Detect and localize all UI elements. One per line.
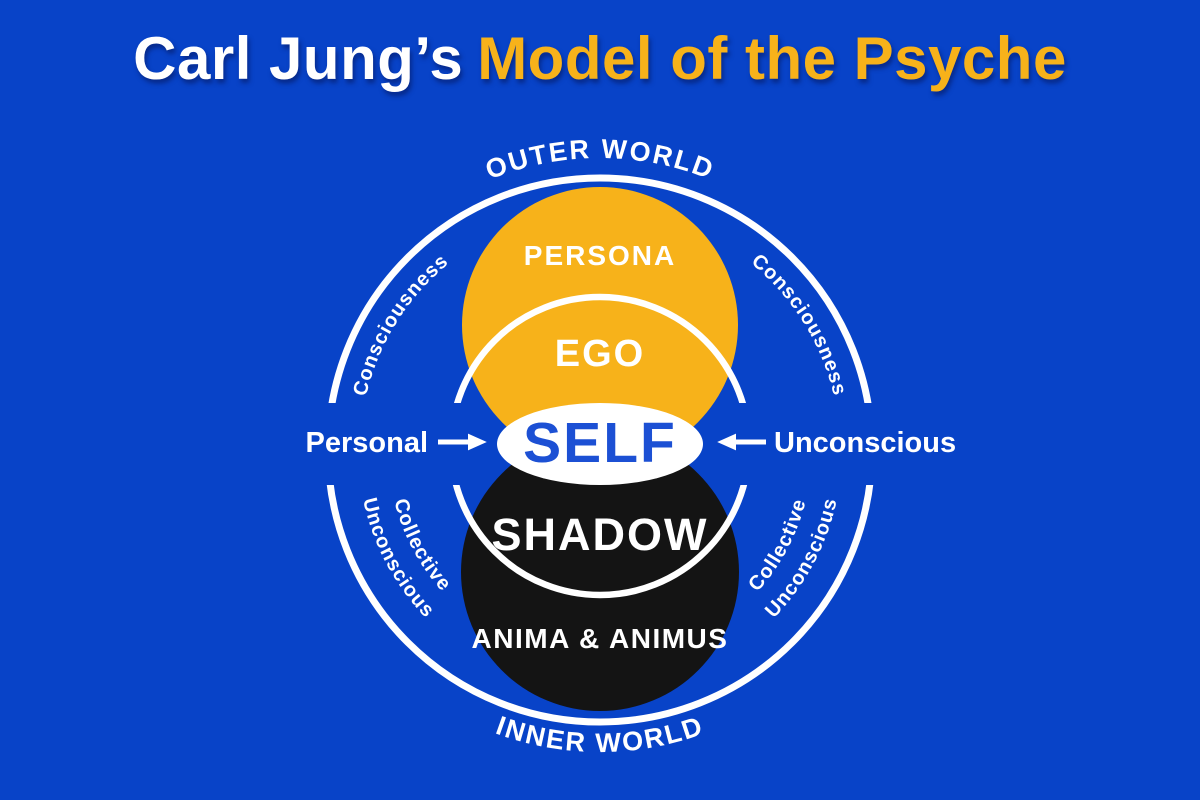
self-ellipse [497,403,703,485]
title-part-2: Model of the Psyche [477,25,1067,92]
self-label: SELF [523,411,677,475]
persona-label: PERSONA [524,240,676,271]
title-part-1: Carl Jung’s [133,25,464,92]
inner-world-label: INNER WORLD [492,710,707,758]
ego-label: EGO [555,333,645,375]
personal-label: Personal [306,427,429,459]
consciousness-left-label: Consciousness [349,250,452,398]
consciousness-right-label: Consciousness [747,250,850,398]
unconscious-label: Unconscious [774,427,956,459]
shadow-label: SHADOW [492,509,709,560]
anima-animus-circle [461,433,739,711]
anima-animus-label: ANIMA & ANIMUS [472,623,729,654]
persona-circle [462,187,738,463]
